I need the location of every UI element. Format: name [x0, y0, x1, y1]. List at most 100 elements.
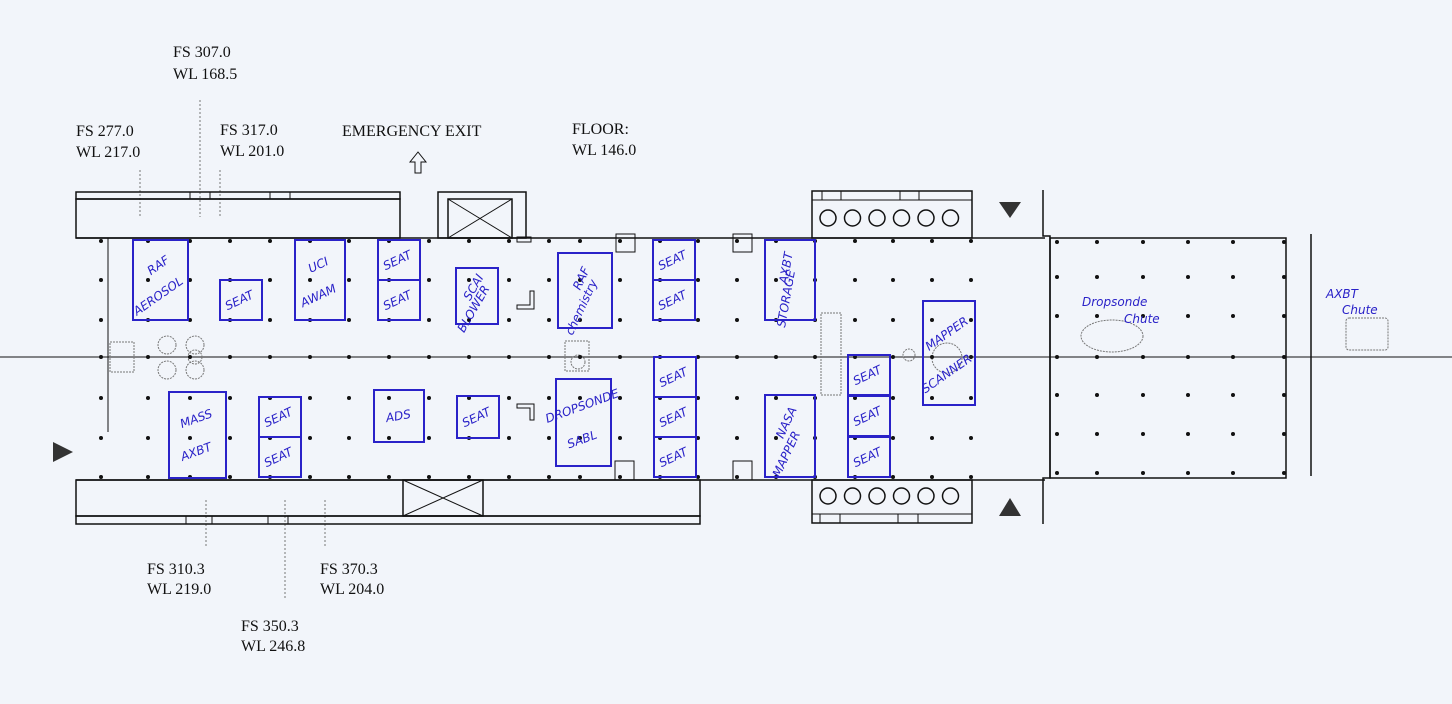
floor-label: FLOOR:: [572, 121, 629, 138]
rack-label: MASS: [178, 406, 215, 431]
track-dot: [507, 475, 511, 479]
rack-label: SEAT: [381, 287, 415, 313]
track-dot: [507, 239, 511, 243]
rack-label: SEAT: [851, 403, 885, 429]
track-dot: [969, 318, 973, 322]
rack-seat-g2[interactable]: SEAT: [847, 395, 891, 437]
track-dot: [427, 396, 431, 400]
rack-seat-d1[interactable]: SEAT: [258, 396, 302, 438]
track-dot: [228, 355, 232, 359]
track-dot: [347, 318, 351, 322]
track-dot: [1095, 355, 1099, 359]
track-dot: [99, 318, 103, 322]
track-dot: [1186, 432, 1190, 436]
window-icon: [868, 209, 886, 227]
galley-top: [811, 190, 973, 239]
track-dot: [930, 318, 934, 322]
rack-seat-c2[interactable]: SEAT: [652, 279, 696, 321]
track-dot: [696, 278, 700, 282]
track-dot: [547, 239, 551, 243]
track-dot: [188, 355, 192, 359]
rack-label: SEAT: [657, 404, 691, 430]
track-dot: [1186, 393, 1190, 397]
track-dot: [1095, 432, 1099, 436]
track-dot: [427, 239, 431, 243]
rack-seat-c1[interactable]: SEAT: [652, 239, 696, 281]
track-dot: [427, 355, 431, 359]
rack-seat-e[interactable]: SEAT: [456, 395, 500, 439]
track-dot: [146, 278, 150, 282]
track-dot: [1282, 355, 1286, 359]
track-dot: [578, 239, 582, 243]
track-dot: [188, 436, 192, 440]
track-dot: [969, 239, 973, 243]
rack-seat-g1[interactable]: SEAT: [847, 354, 891, 396]
rack-seat-f3[interactable]: SEAT: [653, 436, 697, 478]
rack-seat-a[interactable]: SEAT: [219, 279, 263, 321]
track-dot: [507, 355, 511, 359]
rack-label: SEAT: [381, 247, 415, 273]
track-dot: [427, 278, 431, 282]
track-dot: [146, 475, 150, 479]
rack-seat-f1[interactable]: SEAT: [653, 356, 697, 398]
dropsonde-chute-label-2: Chute: [1124, 312, 1160, 326]
rack-seat-b2[interactable]: SEAT: [377, 279, 421, 321]
track-dot: [1231, 275, 1235, 279]
track-dot: [1141, 275, 1145, 279]
track-dot: [1186, 275, 1190, 279]
galley-bottom: [811, 479, 973, 524]
track-dot: [813, 355, 817, 359]
window-icon: [819, 487, 837, 505]
track-dot: [1141, 393, 1145, 397]
track-dot: [99, 396, 103, 400]
track-dot: [467, 318, 471, 322]
track-dot: [507, 436, 511, 440]
rack-label: SEAT: [656, 247, 690, 273]
rack-seat-f2[interactable]: SEAT: [653, 396, 697, 438]
track-dot: [1095, 393, 1099, 397]
callout-fs-350: FS 350.3: [241, 618, 299, 635]
track-dot: [853, 318, 857, 322]
rack-label: ADS: [384, 407, 412, 425]
track-dot: [1282, 240, 1286, 244]
track-dot: [347, 355, 351, 359]
track-dot: [427, 475, 431, 479]
window-icon: [941, 487, 960, 505]
rack-ads[interactable]: ADS: [373, 389, 425, 443]
track-dot: [547, 475, 551, 479]
track-dot: [969, 396, 973, 400]
rack-seat-g3[interactable]: SEAT: [847, 436, 891, 478]
track-dot: [1095, 314, 1099, 318]
track-dot: [347, 436, 351, 440]
track-dot: [547, 436, 551, 440]
track-dot: [228, 239, 232, 243]
rack-seat-b1[interactable]: SEAT: [377, 239, 421, 281]
seat-track-grid: [99, 239, 1286, 479]
track-dot: [1055, 314, 1059, 318]
rack-label: RAF: [145, 252, 173, 278]
rack-seat-d2[interactable]: SEAT: [258, 436, 302, 478]
track-dot: [1282, 275, 1286, 279]
callout-fs-310: FS 310.3: [147, 561, 205, 578]
track-dot: [1282, 314, 1286, 318]
track-dot: [308, 278, 312, 282]
track-dot: [891, 239, 895, 243]
rack-label: SEAT: [223, 287, 257, 313]
track-dot: [1095, 471, 1099, 475]
callout-wl-246: WL 246.8: [241, 638, 305, 655]
track-dot: [427, 318, 431, 322]
track-dot: [268, 278, 272, 282]
rack-label: SEAT: [262, 444, 296, 470]
track-dot: [507, 278, 511, 282]
track-dot: [891, 475, 895, 479]
